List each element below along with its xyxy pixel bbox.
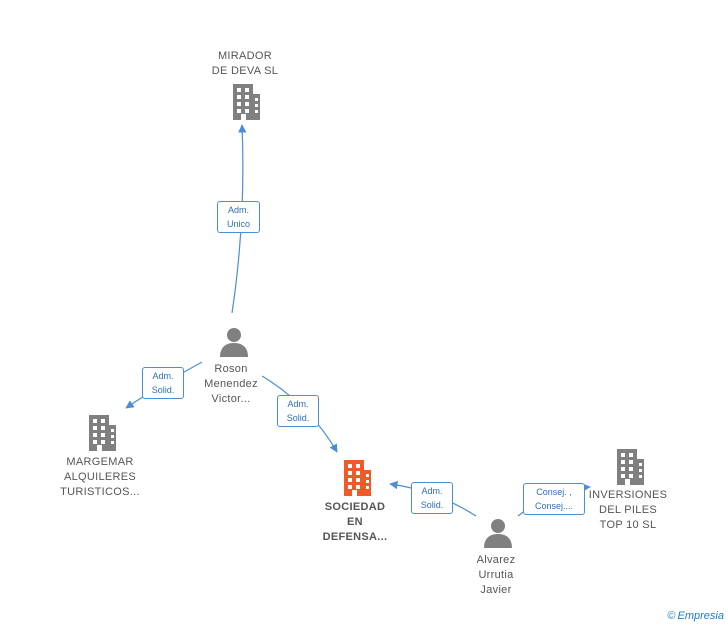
person-label-roson[interactable]: Roson Menendez Victor... (166, 362, 296, 407)
edge-label-roson-margemar[interactable]: Adm. Solid. (142, 367, 184, 399)
company-label-sociedad[interactable]: SOCIEDAD EN DEFENSA... (290, 500, 420, 545)
edge-label-line: Adm. (421, 486, 443, 496)
label-line: TOP 10 SL (599, 519, 657, 531)
edge-label-line: Solid. (151, 385, 175, 395)
person-icon[interactable] (219, 327, 249, 357)
label-line: TURISTICOS... (60, 486, 140, 498)
label-line: INVERSIONES (588, 489, 668, 501)
edge-label-roson-sociedad[interactable]: Adm. Solid. (277, 395, 319, 427)
building-icon[interactable] (230, 84, 262, 120)
label-line: Alvarez (476, 554, 516, 566)
edge-label-line: Solid. (286, 413, 310, 423)
brand-watermark: ©Empresia (667, 610, 724, 622)
label-line: Roson (214, 363, 248, 375)
person-label-alvarez[interactable]: Alvarez Urrutia Javier (431, 553, 561, 598)
edge-label-line: Unico (226, 219, 250, 229)
person-icon[interactable] (483, 518, 513, 548)
edge-label-roson-mirador[interactable]: Adm. Unico (217, 201, 260, 233)
label-line: Urrutia (478, 569, 514, 581)
edge-label-line: Adm. (152, 371, 174, 381)
label-line: Victor... (211, 393, 251, 405)
label-line: Menendez (204, 378, 258, 390)
edge-label-line: Solid. (420, 500, 444, 510)
label-line: DEL PILES (599, 504, 657, 516)
edge-label-line: Consej. , (536, 487, 572, 497)
brand-name: Empresia (677, 610, 724, 622)
edge-label-alvarez-sociedad[interactable]: Adm. Solid. (411, 482, 453, 514)
building-icon[interactable] (614, 449, 646, 485)
label-line: MARGEMAR (66, 456, 134, 468)
edge-label-line: Adm. (227, 205, 249, 215)
company-label-mirador[interactable]: MIRADOR DE DEVA SL (180, 49, 310, 79)
label-line: ALQUILERES (63, 471, 137, 483)
label-line: MIRADOR (217, 50, 273, 62)
company-label-inversiones[interactable]: INVERSIONES DEL PILES TOP 10 SL (563, 488, 693, 533)
copyright-icon: © (667, 610, 676, 622)
label-line: Javier (480, 584, 512, 596)
edge-label-alvarez-inversiones[interactable]: Consej. , Consej.... (523, 483, 585, 515)
label-line: DE DEVA SL (211, 65, 279, 77)
edge-label-line: Consej.... (534, 501, 574, 511)
label-line: SOCIEDAD (324, 501, 386, 513)
label-line: EN (347, 516, 363, 528)
label-line: DEFENSA... (322, 531, 388, 543)
edge-label-line: Adm. (287, 399, 309, 409)
building-icon-main[interactable] (341, 460, 373, 496)
building-icon[interactable] (86, 415, 118, 451)
company-label-margemar[interactable]: MARGEMAR ALQUILERES TURISTICOS... (35, 455, 165, 500)
